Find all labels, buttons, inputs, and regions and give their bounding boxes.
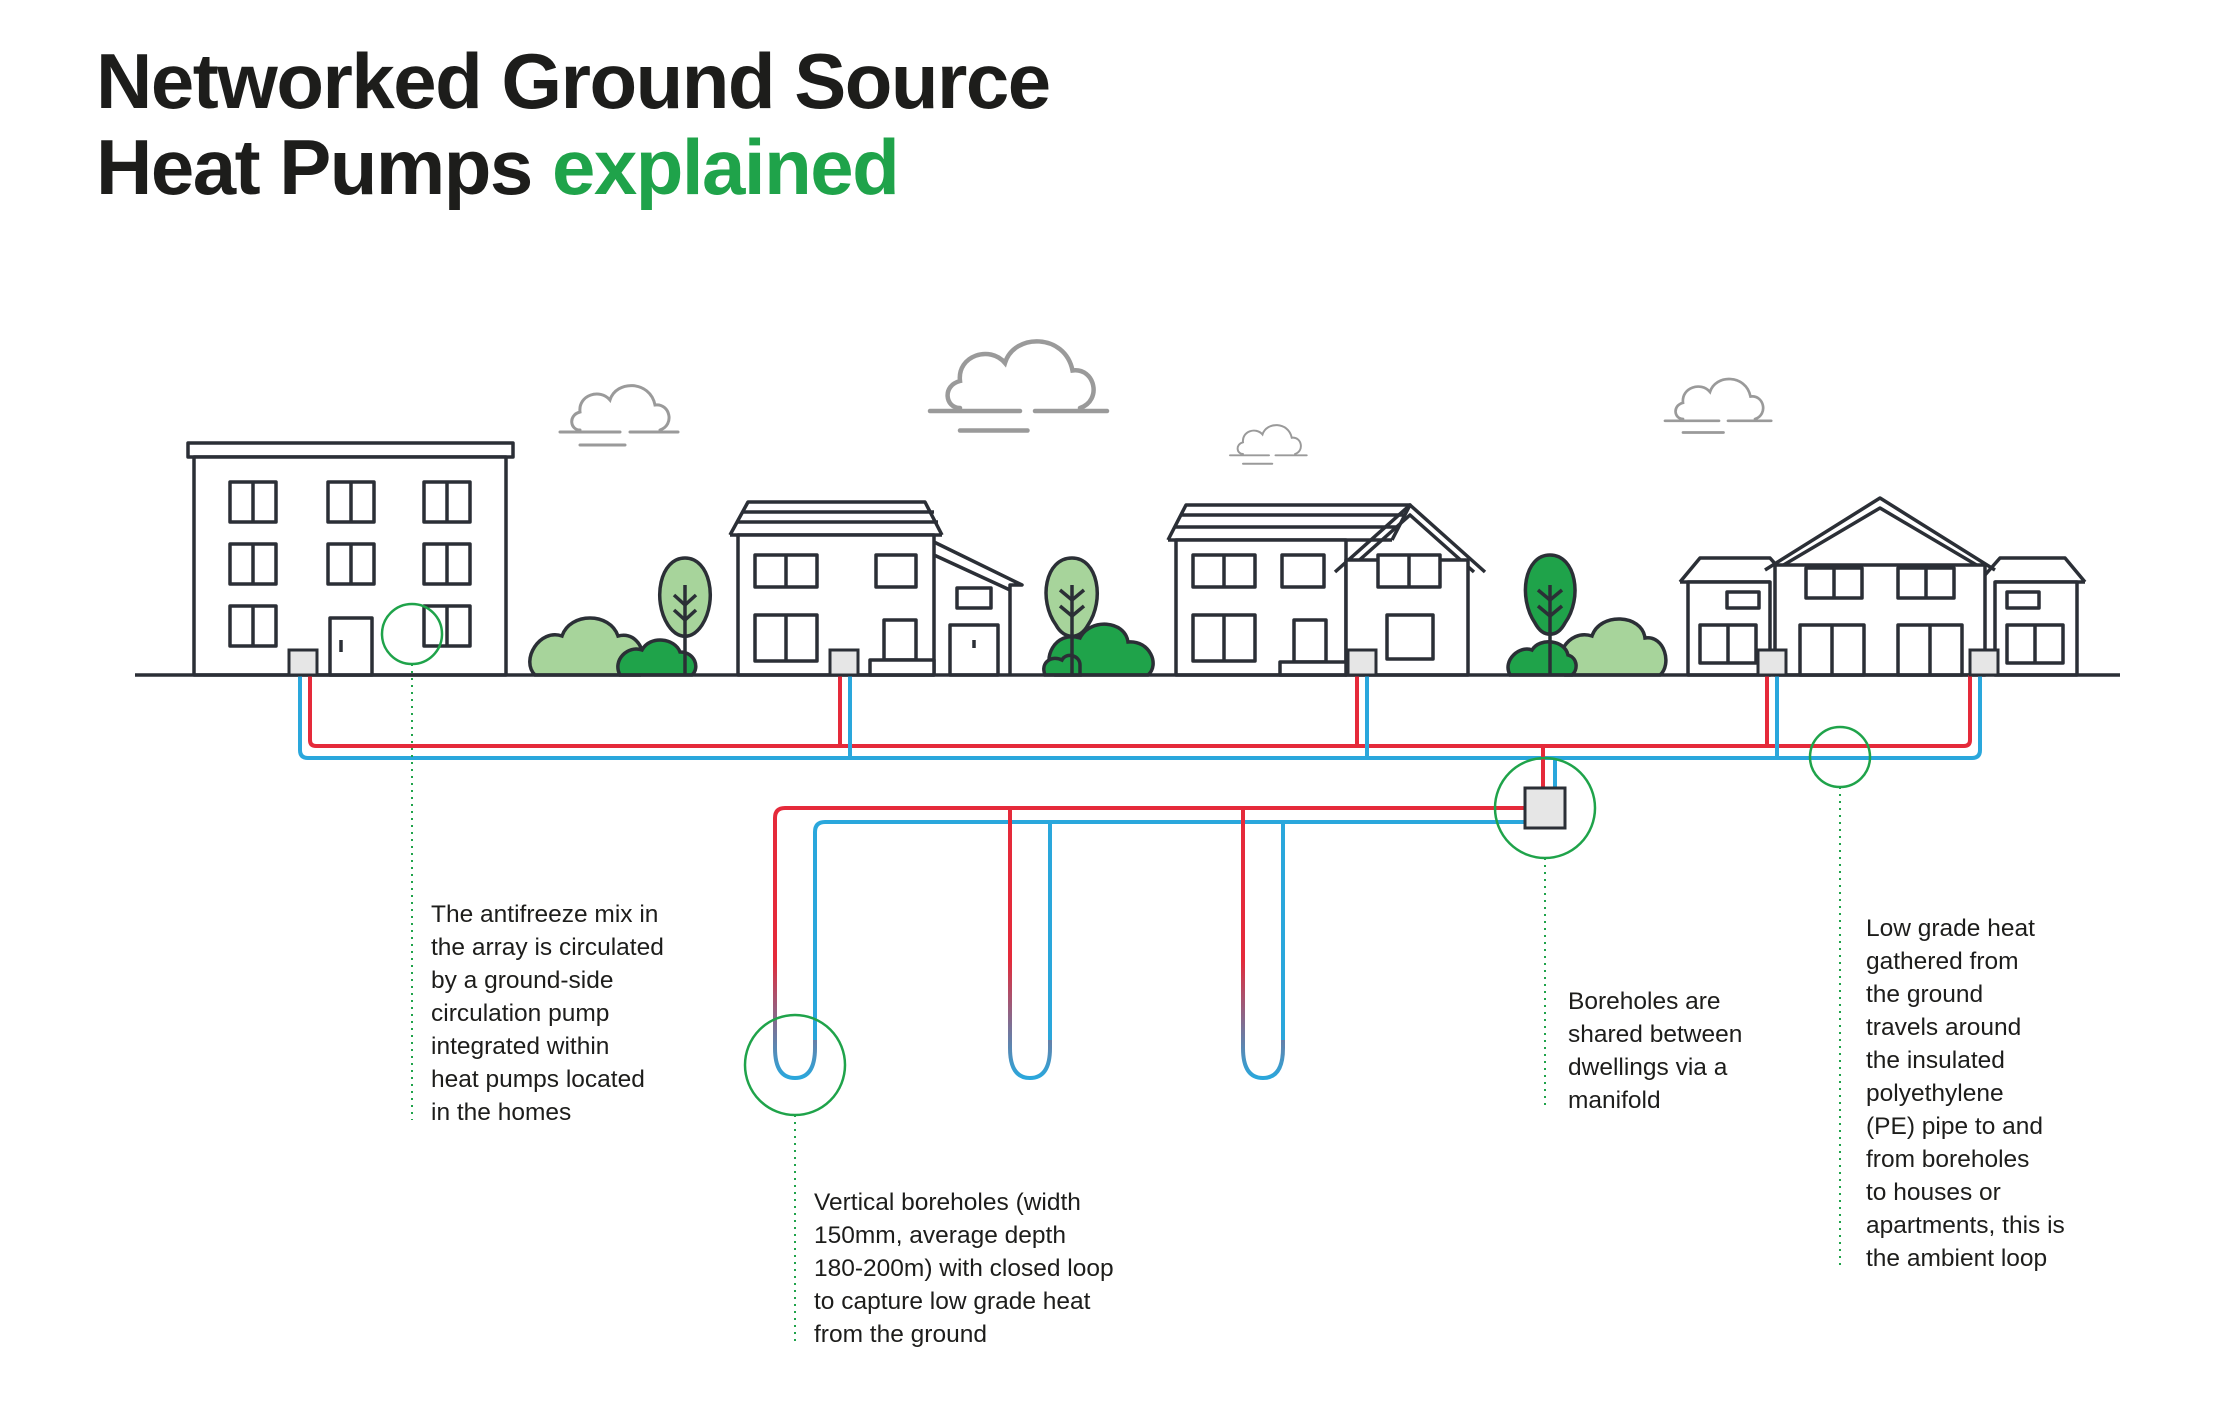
title-line-1: Networked Ground Source: [96, 37, 1051, 125]
heat-pump-unit-4: [1756, 648, 1788, 677]
heat-pump-unit-1: [287, 648, 319, 677]
cloud-4-icon: [1663, 377, 1773, 434]
ambient-loop-pipes: [298, 675, 1982, 790]
house-1-icon: [728, 500, 1024, 677]
house-2-icon: [1166, 503, 1487, 677]
borehole-2-loop: [1008, 960, 1052, 1081]
heat-pump-unit-3: [1346, 648, 1378, 677]
borehole-1-loop: [773, 960, 817, 1081]
cloud-3-icon: [1229, 424, 1308, 465]
apartment-building-icon: [186, 441, 515, 677]
borehole-array: [773, 806, 1530, 1081]
highlight-circle-borehole: [743, 1013, 847, 1117]
diagram-title: Networked Ground Source Heat Pumps expla…: [96, 37, 1051, 211]
house-3-icon: [1678, 496, 2087, 677]
title-accent-word: explained: [551, 123, 900, 211]
manifold-box: [1523, 786, 1567, 830]
callout-vertical-boreholes: Vertical boreholes (width 150mm, average…: [814, 1189, 1114, 1348]
heat-pump-unit-5: [1968, 648, 2000, 677]
callout-manifold: Boreholes are shared between dwellings v…: [1568, 988, 1743, 1114]
apartment-windows: [228, 480, 472, 648]
apartment-door-icon: [328, 616, 374, 677]
heat-pump-unit-2: [828, 648, 860, 677]
trees-group-1: [528, 556, 712, 677]
trees-group-2: [1042, 556, 1155, 677]
cloud-2-icon: [927, 339, 1110, 433]
cloud-1-icon: [558, 384, 680, 447]
callout-antifreeze: The antifreeze mix in the array is circu…: [431, 901, 664, 1126]
callout-ambient-loop: Low grade heat gathered from the ground …: [1866, 915, 2065, 1272]
title-line-2: Heat Pumps: [96, 123, 533, 211]
borehole-3-loop: [1241, 960, 1285, 1081]
trees-group-3: [1506, 553, 1668, 677]
